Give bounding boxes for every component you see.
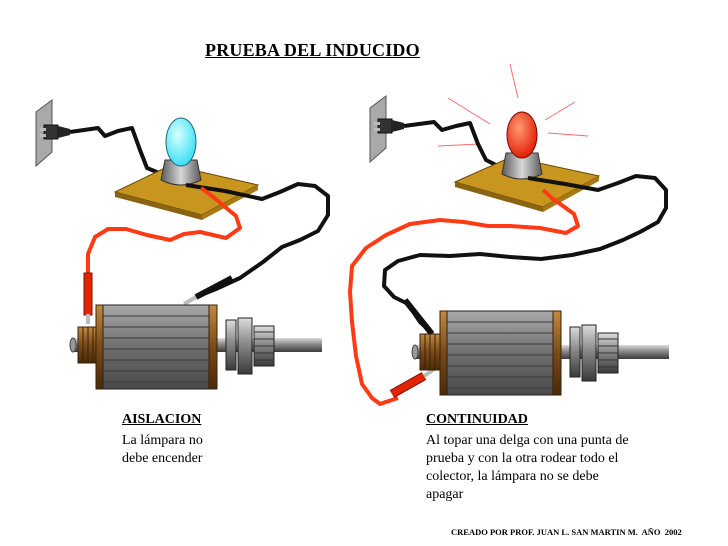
left-description-line: La lámpara no [122, 433, 203, 448]
lamp-bulb-on [501, 111, 543, 180]
left-test-setup [35, 99, 330, 390]
armature-left [69, 304, 322, 390]
power-plug [40, 124, 70, 140]
author-credit: CREADO POR PROF. JUAN L. SAN MARTIN M. A… [451, 527, 682, 537]
page-title: PRUEBA DEL INDUCIDO [205, 40, 420, 60]
right-heading: CONTINUIDAD [426, 412, 528, 427]
right-description-line: Al topar una delga con una punta de [426, 433, 629, 448]
red-wire [86, 186, 242, 274]
right-test-setup [348, 63, 669, 406]
black-wire-probe [382, 174, 668, 335]
right-description-line: colector, la lámpara no se debe [426, 469, 599, 484]
right-description-line: apagar [426, 487, 464, 502]
left-description-line: debe encender [122, 451, 203, 466]
black-probe [182, 275, 234, 306]
lamp-bulb-off [160, 117, 202, 186]
red-probe [389, 366, 438, 398]
red-probe [83, 272, 93, 324]
light-rays [437, 63, 589, 147]
black-wire-probe [185, 182, 330, 299]
power-plug [374, 118, 404, 134]
left-heading: AISLACION [122, 412, 202, 427]
armature-right [411, 310, 669, 396]
right-description-line: prueba y con la otra rodear todo el [426, 451, 619, 466]
right-description: Al topar una delga con una punta de prue… [426, 432, 716, 504]
red-wire [348, 188, 580, 406]
left-description: La lámpara no debe encender [122, 432, 292, 468]
